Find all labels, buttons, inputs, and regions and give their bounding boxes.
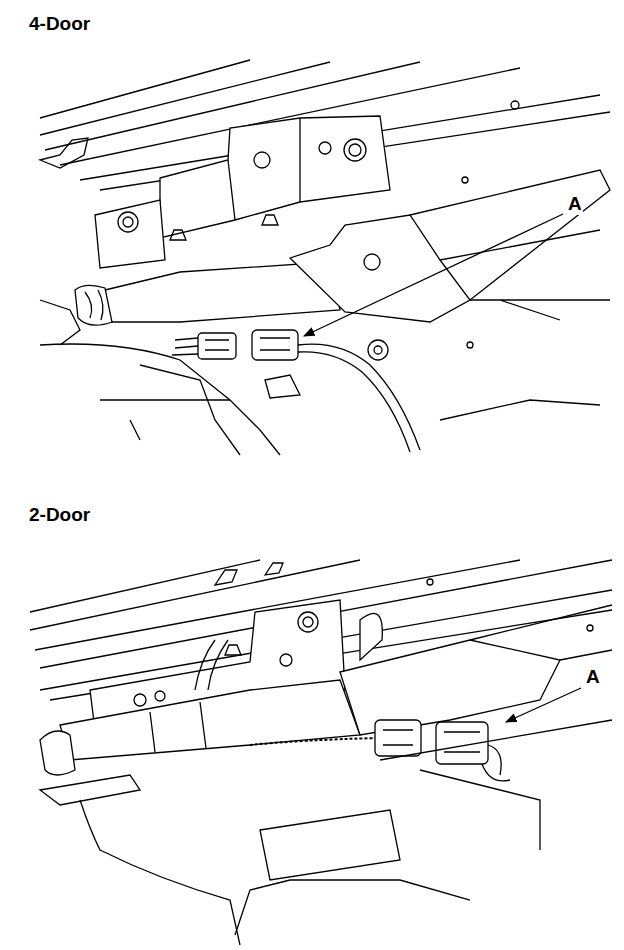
line-art [260, 338, 290, 350]
line-art [280, 654, 292, 666]
line-art [250, 738, 378, 745]
line-art [265, 375, 300, 398]
line-art [368, 340, 388, 360]
line-art [340, 640, 560, 735]
callout-letter: A [585, 667, 601, 688]
callout-letter: A [567, 194, 583, 215]
line-art [364, 254, 380, 270]
line-art [298, 352, 410, 452]
line-art [260, 810, 400, 880]
line-art [462, 177, 468, 183]
line-art [100, 400, 230, 440]
line-art [95, 200, 165, 268]
line-art [170, 215, 278, 240]
line-art [252, 330, 298, 360]
line-art [410, 170, 610, 300]
line-art [344, 139, 366, 161]
line-art [140, 365, 240, 455]
line-art [467, 342, 473, 348]
line-art [319, 142, 331, 154]
line-art [134, 694, 146, 706]
four-door-view [40, 60, 610, 455]
line-art [506, 688, 581, 722]
line-art [172, 338, 198, 355]
line-art [482, 745, 510, 781]
line-art [290, 215, 470, 322]
line-art [75, 285, 112, 325]
line-art [60, 680, 360, 760]
line-art [225, 645, 241, 655]
line-art [360, 613, 382, 660]
line-art [150, 702, 206, 752]
line-art [427, 579, 433, 585]
line-art [304, 214, 563, 336]
line-art [444, 732, 480, 752]
line-art [40, 775, 140, 805]
line-art [383, 730, 413, 745]
line-art [298, 612, 318, 632]
line-art [205, 340, 229, 350]
line-art [254, 152, 270, 168]
line-art [298, 344, 420, 450]
line-art [375, 720, 421, 756]
line-art [349, 144, 361, 156]
line-art [303, 617, 313, 627]
line-art [155, 691, 165, 701]
view-heading: 4-Door [28, 14, 91, 35]
line-art [470, 605, 612, 660]
line-art [123, 217, 133, 227]
line-art [511, 101, 519, 109]
line-art [40, 300, 280, 455]
line-art [40, 138, 88, 168]
line-art [195, 640, 228, 690]
line-art [80, 800, 240, 945]
line-art [198, 333, 236, 359]
line-art [160, 116, 390, 238]
line-art [440, 400, 600, 420]
view-heading: 2-Door [28, 505, 91, 526]
line-art [215, 563, 283, 585]
line-art [380, 720, 612, 850]
line-art [235, 880, 470, 935]
line-art [440, 230, 610, 320]
line-art [118, 212, 138, 232]
line-art [587, 625, 593, 631]
line-art [85, 290, 103, 320]
line-art [228, 118, 300, 220]
line-art [40, 731, 75, 775]
two-door-view [30, 560, 612, 945]
line-art [374, 346, 382, 354]
